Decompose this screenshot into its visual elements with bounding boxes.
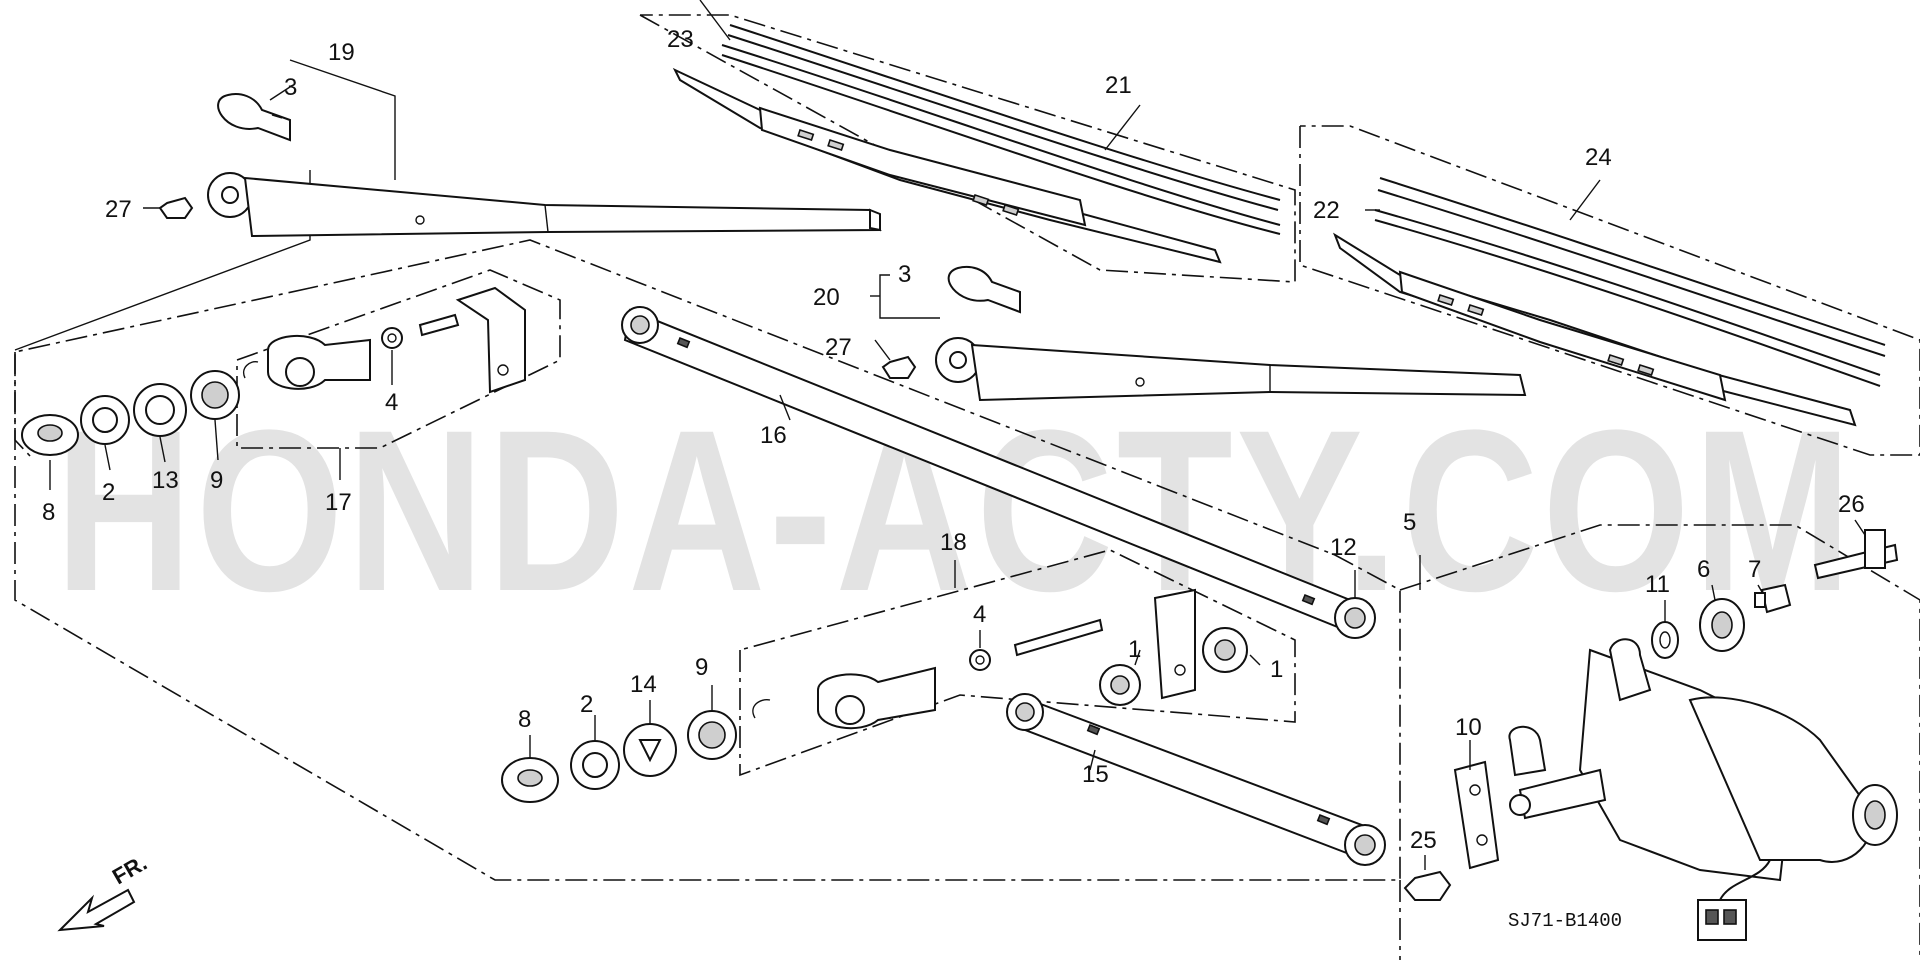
leader-lines: [49, 0, 1866, 870]
callout-26: 26: [1838, 491, 1865, 518]
wiper-blade-21: [672, 24, 1281, 264]
callout-9-lower: 9: [695, 654, 708, 681]
wiper-arm-20: [881, 265, 1527, 402]
pivot-assembly-18: [752, 588, 1248, 730]
pivot-assembly-17: [243, 286, 526, 394]
front-arrow-icon: [57, 888, 136, 932]
callout-1-right: 1: [1270, 656, 1283, 683]
callout-3-lower: 3: [898, 261, 911, 288]
callout-22: 22: [1313, 197, 1340, 224]
callout-8-lower: 8: [518, 706, 531, 733]
callout-7: 7: [1748, 556, 1761, 583]
callout-1-left: 1: [1128, 636, 1141, 663]
callout-5: 5: [1403, 509, 1416, 536]
callout-25: 25: [1410, 827, 1437, 854]
watermark-text: HONDA-ACTY.COM: [55, 382, 1855, 639]
callout-3-upper: 3: [284, 74, 297, 101]
group-outlines: [14, 14, 1920, 960]
washer-stack-left: [21, 370, 240, 456]
callout-labels: 19 3 27 23 21 22 24 3 20 27 4 8 2 13 9 1…: [42, 26, 1865, 854]
washer-stack-lower: [501, 710, 737, 803]
callout-15: 15: [1082, 761, 1109, 788]
callout-11: 11: [1645, 571, 1670, 598]
callout-12: 12: [1330, 534, 1357, 561]
callout-4-lower: 4: [973, 601, 986, 628]
callout-27-lower: 27: [825, 334, 852, 361]
callout-23: 23: [667, 26, 694, 53]
callout-8-upper: 8: [42, 499, 55, 526]
callout-9-upper: 9: [210, 467, 223, 494]
callout-27-upper: 27: [105, 196, 132, 223]
callout-16: 16: [760, 422, 787, 449]
callout-24: 24: [1585, 144, 1612, 171]
front-direction-indicator: FR.: [57, 850, 151, 932]
wiper-arm-19: [158, 93, 882, 238]
callout-20: 20: [813, 284, 840, 311]
callout-14: 14: [630, 671, 657, 698]
callout-2-lower: 2: [580, 691, 593, 718]
callout-13: 13: [152, 467, 179, 494]
fr-label: FR.: [108, 850, 151, 889]
wiper-blade-24: [1333, 177, 1886, 427]
callout-21: 21: [1105, 72, 1132, 99]
callout-2-upper: 2: [102, 479, 115, 506]
callout-10: 10: [1455, 714, 1482, 741]
callout-17: 17: [325, 489, 352, 516]
link-rod-15: [1006, 693, 1386, 866]
callout-4-upper: 4: [385, 389, 398, 416]
diagram-code: SJ71-B1400: [1508, 910, 1622, 932]
wiper-motor-5: [1403, 529, 1899, 941]
link-rod-16: [621, 306, 1376, 639]
callout-18: 18: [940, 529, 967, 556]
callout-19: 19: [328, 39, 355, 66]
callout-6: 6: [1697, 556, 1710, 583]
